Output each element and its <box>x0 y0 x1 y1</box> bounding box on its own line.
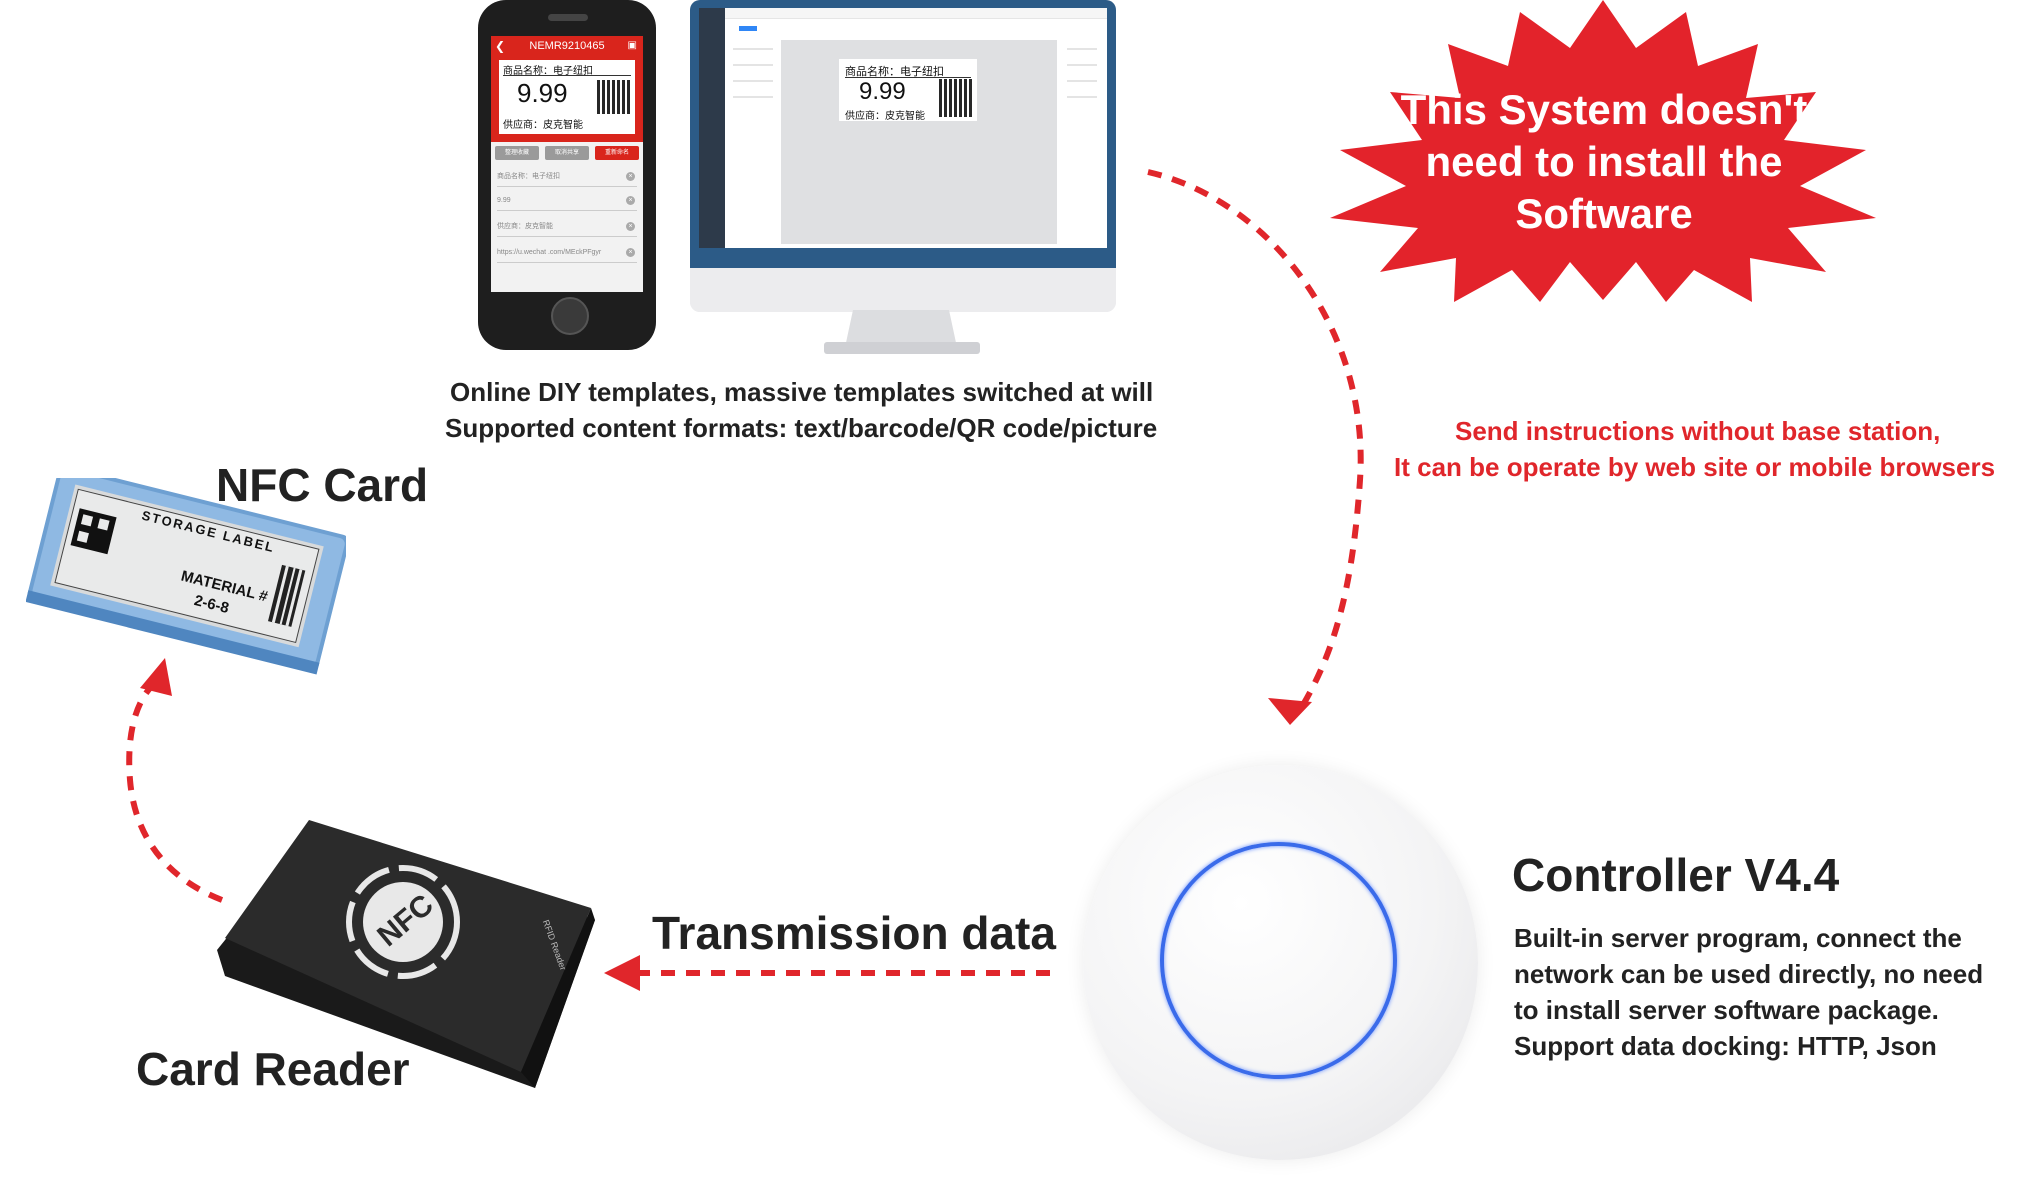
status-ring-icon <box>1160 842 1397 1079</box>
card-reader-image <box>217 820 595 1088</box>
editor-sidebar <box>699 8 725 248</box>
phone-button-row: 整理收藏 取消共享 重新命名 <box>491 146 643 162</box>
label-divider <box>503 75 631 76</box>
phone-speaker <box>548 14 588 21</box>
controller-desc-line-4: Support data docking: HTTP, Json <box>1514 1031 1937 1061</box>
arrow-web-to-controller <box>1147 169 1364 712</box>
home-button <box>551 297 589 335</box>
instructions-line2: It can be operate by web site or mobile … <box>1394 452 1996 482</box>
qr-code-icon <box>939 79 973 117</box>
label-price: 9.99 <box>517 78 568 108</box>
phone-screen: NEMR9210465 ❮ ▣ 商品名称：电子纽扣 9.99 供应商：皮克智能 … <box>491 36 643 292</box>
rename-button[interactable]: 重新命名 <box>595 146 639 160</box>
clear-icon[interactable]: × <box>626 248 635 257</box>
controller-desc-line-2: network can be used directly, no need <box>1514 959 1984 989</box>
templates-caption-line2: Supported content formats: text/barcode/… <box>445 413 1158 443</box>
phone-label-preview: 商品名称：电子纽扣 9.99 供应商：皮克智能 <box>491 56 643 142</box>
text-field-2[interactable]: 9.99 × <box>497 192 637 211</box>
desktop-monitor: 商品名称：电子纽扣 9.99 供应商：皮克智能 <box>690 0 1116 312</box>
text-field-4[interactable]: https://u.wechat .com/MEckPFgyr × <box>497 244 637 263</box>
label-product-name: 商品名称：电子纽扣 <box>845 66 944 78</box>
text-field-3[interactable]: 供应商：皮克智能 × <box>497 218 637 237</box>
transmission-label: Transmission data <box>652 907 1056 959</box>
qr-code-icon <box>597 80 631 114</box>
monitor-bezel: 商品名称：电子纽扣 9.99 供应商：皮克智能 <box>690 0 1116 268</box>
clear-icon[interactable]: × <box>626 196 635 205</box>
field-value: 供应商：皮克智能 <box>497 223 553 230</box>
field-value: https://u.wechat .com/MEckPFgyr <box>497 249 602 256</box>
editor-panel-line <box>1067 96 1097 98</box>
monitor-stand-base <box>824 342 980 354</box>
editor-topbar <box>725 8 1107 19</box>
clear-icon[interactable]: × <box>626 222 635 231</box>
phone-title-bar: NEMR9210465 <box>491 36 643 56</box>
arrowhead-reader <box>604 955 640 991</box>
editor-panel-line <box>733 48 773 50</box>
book-icon[interactable]: ▣ <box>627 40 637 51</box>
starburst-line-1: This System doesn't <box>1400 86 1808 133</box>
field-value: 9.99 <box>497 197 511 204</box>
smartphone: NEMR9210465 ❮ ▣ 商品名称：电子纽扣 9.99 供应商：皮克智能 … <box>478 0 656 350</box>
editor-panel-line <box>733 96 773 98</box>
nfc-card-image <box>26 478 346 675</box>
nfc-logo-ring <box>346 865 460 979</box>
starburst-text: This System doesn't need to install the … <box>1386 84 1822 240</box>
back-icon[interactable]: ❮ <box>495 39 506 53</box>
label-supplier: 供应商：皮克智能 <box>845 111 925 122</box>
editor-panel-line <box>1067 64 1097 66</box>
starburst-line-2: need to install the <box>1425 138 1783 185</box>
label-divider <box>845 77 971 78</box>
editor-panel-line <box>733 80 773 82</box>
controller-device <box>1083 765 1478 1160</box>
controller-title: Controller V4.4 <box>1512 849 1840 901</box>
starburst-shape <box>1330 0 1876 302</box>
label-price: 9.99 <box>859 78 906 105</box>
editor-label-preview: 商品名称：电子纽扣 9.99 供应商：皮克智能 <box>839 59 977 122</box>
templates-caption-line1: Online DIY templates, massive templates … <box>450 377 1154 407</box>
card-reader-title: Card Reader <box>136 1043 410 1095</box>
arrowhead-card <box>140 658 172 696</box>
unshare-button[interactable]: 取消共享 <box>545 146 589 160</box>
controller-desc-line-1: Built-in server program, connect the <box>1514 923 1962 953</box>
editor-panel-line <box>1067 80 1097 82</box>
monitor-display: 商品名称：电子纽扣 9.99 供应商：皮克智能 <box>699 8 1107 248</box>
editor-toolbar-button <box>739 26 757 31</box>
favorite-button[interactable]: 整理收藏 <box>495 146 539 160</box>
editor-panel-line <box>1067 48 1097 50</box>
arrowhead-controller <box>1268 698 1312 725</box>
nfc-logo-disc <box>363 882 443 962</box>
nfc-card-title: NFC Card <box>216 459 429 511</box>
phone-title: NEMR9210465 <box>529 40 605 52</box>
arrow-reader-to-card <box>126 683 224 903</box>
controller-description: Built-in server program, connect the net… <box>1514 920 1983 1064</box>
editor-panel-line <box>733 64 773 66</box>
text-field-1[interactable]: 商品名称：电子纽扣 × <box>497 168 637 187</box>
controller-desc-line-3: to install server software package. <box>1514 995 1939 1025</box>
monitor-chin <box>690 268 1116 312</box>
starburst-badge <box>1330 0 1876 302</box>
reader-edge <box>521 908 595 1088</box>
label-supplier: 供应商：皮克智能 <box>503 120 583 131</box>
clear-icon[interactable]: × <box>626 172 635 181</box>
label-product-name: 商品名称：电子纽扣 <box>503 66 593 77</box>
field-value: 商品名称：电子纽扣 <box>497 173 560 180</box>
esl-label: 商品名称：电子纽扣 9.99 供应商：皮克智能 <box>499 60 635 134</box>
instructions-line1: Send instructions without base station, <box>1455 416 1941 446</box>
starburst-line-3: Software <box>1515 190 1693 237</box>
